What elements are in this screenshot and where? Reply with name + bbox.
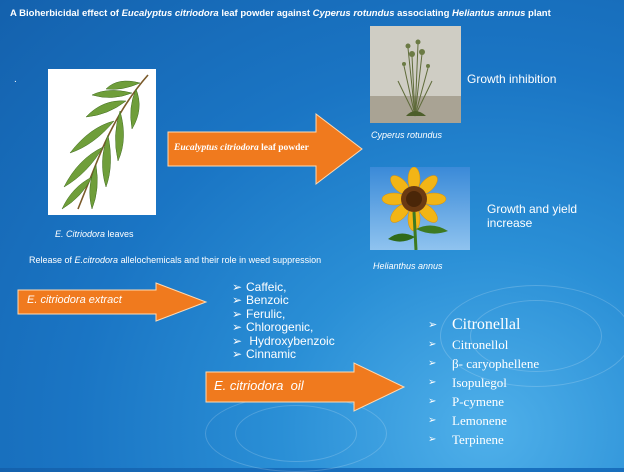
list-item-label: P-cymene [452, 393, 504, 409]
growth-yield-line1: Growth and yield [487, 202, 578, 216]
arrow-bullet-icon: ➢ [428, 415, 437, 426]
arrow-bullet-icon: ➢ [232, 280, 243, 294]
sunflower-photo [370, 167, 470, 250]
oil-arrow: E. citriodora oil [204, 362, 406, 412]
arrow-shape [205, 362, 406, 412]
release-italic: E.citrodora [74, 255, 119, 265]
leaf-powder-rest: leaf powder [258, 143, 309, 153]
list-item-label: Citronellal [452, 315, 521, 333]
growth-yield-label: Growth and yield increase [487, 202, 577, 230]
sunflower-drawing [370, 167, 470, 250]
title-part7: plant [525, 8, 551, 19]
leaves-caption-italic: E. Citriodora [55, 229, 106, 239]
release-text: Release of E.citrodora allelochemicals a… [29, 255, 321, 265]
extract-arrow-label: E. citriodora extract [27, 294, 122, 306]
list-item-label: Cinnamic [246, 347, 297, 362]
release-part1: Release of [29, 255, 75, 265]
list-item-label: Benzoic [246, 293, 289, 308]
slide-title: A Bioherbicidal effect of Eucalyptus cit… [10, 8, 551, 19]
list-item-label: Chlorogenic, [246, 320, 314, 335]
title-part3: leaf powder against [218, 8, 313, 19]
list-item: ➢ Citronellol [428, 335, 539, 354]
list-item: ➢Ferulic, [232, 306, 335, 321]
list-item: ➢ P-cymene [428, 392, 539, 411]
arrow-shape [17, 282, 208, 322]
list-item: ➢ Terpinene [428, 430, 539, 449]
list-item: ➢ Citronellal [428, 314, 539, 335]
arrow-bullet-icon: ➢ [232, 293, 243, 308]
arrow-bullet-icon: ➢ [232, 333, 243, 348]
list-item: ➢ Isopulegol [428, 373, 539, 392]
growth-inhibition-label: Growth inhibition [467, 72, 557, 86]
eucalyptus-leaves-photo [48, 69, 156, 215]
arrow-bullet-icon: ➢ [428, 434, 437, 445]
oil-arrow-label: E. citriodora oil [214, 378, 304, 393]
bullet-dot: . [14, 74, 17, 85]
extract-arrow: E. citriodora extract [16, 282, 208, 322]
release-part2: allelochemicals and their role in weed s… [118, 255, 322, 265]
arrow-bullet-icon: ➢ [232, 320, 243, 335]
list-item-label: Ferulic, [246, 306, 286, 321]
title-part1: A Bioherbicidal effect of [10, 8, 122, 19]
extract-compound-list: ➢Caffeic, ➢Benzoic ➢Ferulic, ➢Chlorogeni… [232, 280, 335, 362]
oil-compound-list: ➢ Citronellal ➢ Citronellol ➢ β- caryophell… [428, 314, 539, 449]
leaf-powder-arrow: Eucalyptus citriodora leaf powder [166, 112, 364, 186]
leaves-caption-rest: leaves [105, 229, 134, 239]
cyperus-caption: Cyperus rotundus [371, 130, 443, 140]
cyperus-drawing [370, 26, 461, 123]
arrow-bullet-icon: ➢ [428, 319, 438, 331]
list-item: ➢ Hydroxybenzoic [232, 333, 335, 348]
growth-yield-line2: increase [487, 216, 533, 230]
title-part5: associating [394, 8, 453, 19]
arrow-bullet-icon: ➢ [232, 306, 243, 321]
helianthus-caption: Helianthus annus [373, 261, 443, 271]
cyperus-plant-photo [370, 26, 461, 123]
list-item-label: Caffeic, [246, 280, 287, 294]
arrow-bullet-icon: ➢ [232, 347, 243, 362]
list-item: ➢Benzoic [232, 293, 335, 308]
list-item-label: Lemonene [452, 412, 507, 428]
list-item-label: Terpinene [452, 431, 504, 447]
arrow-bullet-icon: ➢ [428, 396, 437, 407]
title-part6: Heliantus annus [452, 8, 526, 19]
arrow-bullet-icon: ➢ [428, 358, 437, 369]
list-item: ➢ Lemonene [428, 411, 539, 430]
title-part4: Cyperus rotundus [312, 8, 395, 19]
list-item: ➢Chlorogenic, [232, 320, 335, 335]
leaf-powder-arrow-label: Eucalyptus citriodora leaf powder [174, 143, 309, 153]
arrow-bullet-icon: ➢ [428, 377, 437, 388]
arrow-bullet-icon: ➢ [428, 339, 437, 350]
list-item-label: Citronellol [452, 336, 509, 352]
list-item-label: β- caryophellene [452, 355, 540, 371]
list-item: ➢ β- caryophellene [428, 354, 539, 373]
arrow-shape [167, 112, 363, 186]
list-item-label: Isopulegol [452, 374, 507, 390]
ripple-decoration [440, 285, 624, 387]
leaf-powder-italic: Eucalyptus citriodora [174, 143, 259, 153]
list-item: ➢Caffeic, [232, 280, 335, 294]
title-part2: Eucalyptus citriodora [121, 8, 219, 19]
leaves-caption: E. Citriodora leaves [55, 229, 134, 239]
list-item: ➢Cinnamic [232, 347, 335, 362]
list-item-label: Hydroxybenzoic [246, 333, 335, 348]
leaf-drawing [61, 74, 149, 210]
